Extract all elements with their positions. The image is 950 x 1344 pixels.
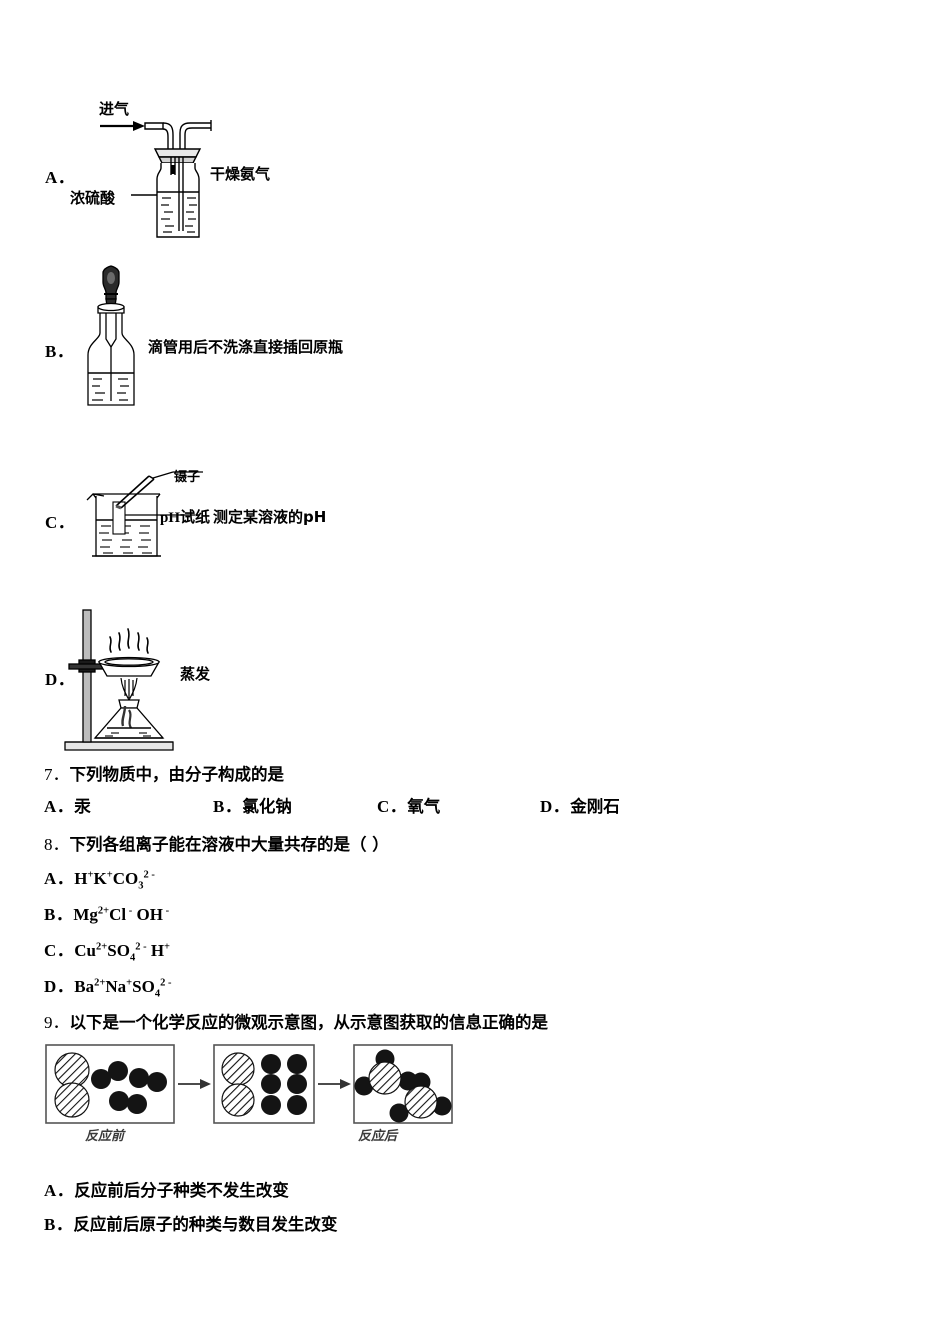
dropper-bottle-figure [78, 265, 148, 410]
question-7-stem-line: 7．下列物质中，由分子构成的是 [44, 760, 284, 785]
diagram-box-before [45, 1044, 175, 1124]
q7-option-d-letter: D． [540, 797, 571, 816]
diagram-caption-before: 反应前 [85, 1129, 125, 1144]
question-7-option-c[interactable]: C．氧气 [377, 792, 440, 817]
question-7-number: 7． [44, 765, 70, 784]
q7-option-a-letter: A． [44, 797, 75, 816]
question-9-option-a[interactable]: A．反应前后分子种类不发生改变 [44, 1176, 289, 1201]
option-b-caption: 滴管用后不洗涤直接插回原瓶 [148, 338, 344, 356]
q9-option-b-text: 反应前后原子的种类与数目发生改变 [73, 1215, 338, 1234]
microscopic-reaction-diagram [44, 1042, 454, 1137]
question-9-stem-line: 9．以下是一个化学反应的微观示意图，从示意图获取的信息正确的是 [44, 1008, 548, 1033]
q8-option-a-formula: H+K+CO32 - [74, 869, 155, 892]
question-8-option-b[interactable]: B．Mg2+Cl - OH - [44, 900, 169, 925]
q7-option-a-text: 汞 [74, 797, 91, 816]
question-7-option-b[interactable]: B．氯化钠 [213, 792, 292, 817]
q8-option-c-letter: C． [44, 941, 75, 960]
tweezers-label: 镊子 [174, 470, 201, 485]
gas-washing-bottle-figure [95, 105, 245, 245]
evaporation-figure [55, 602, 185, 757]
question-8-option-a[interactable]: A．H+K+CO32 - [44, 864, 155, 891]
option-c-caption: 测定某溶液的pH [213, 508, 327, 526]
question-7-option-a[interactable]: A．汞 [44, 792, 91, 817]
question-7-option-d[interactable]: D．金刚石 [540, 792, 620, 817]
reaction-arrow-2 [318, 1079, 351, 1089]
q8-option-a-letter: A． [44, 869, 75, 888]
question-8-stem: 下列各组离子能在溶液中大量共存的是（ ） [69, 835, 389, 854]
question-7-stem: 下列物质中，由分子构成的是 [69, 765, 285, 784]
q7-option-c-text: 氧气 [407, 797, 441, 816]
question-8-option-d[interactable]: D．Ba2+Na+SO42 - [44, 972, 171, 999]
option-a-letter: A． [45, 168, 76, 187]
q7-option-c-letter: C． [377, 797, 408, 816]
question-8-stem-line: 8．下列各组离子能在溶液中大量共存的是（ ） [44, 830, 389, 855]
q7-option-d-text: 金刚石 [570, 797, 620, 816]
q8-option-d-formula: Ba2+Na+SO42 - [74, 977, 172, 1000]
reaction-arrow-1 [178, 1079, 211, 1089]
option-a-caption: 干燥氨气 [210, 165, 271, 183]
question-8-number: 8． [44, 835, 70, 854]
diagram-box-after [353, 1044, 453, 1124]
beaker-ph-figure [75, 458, 250, 568]
q8-option-d-letter: D． [44, 977, 75, 996]
q8-option-b-formula: Mg2+Cl - OH - [73, 905, 170, 924]
gas-inlet-label: 进气 [99, 100, 130, 118]
diagram-box-intermediate [213, 1044, 315, 1124]
q7-option-b-text: 氯化钠 [242, 797, 292, 816]
ph-paper-label: pH试纸 [160, 510, 211, 526]
option-b-letter: B． [45, 342, 75, 361]
q9-option-a-text: 反应前后分子种类不发生改变 [74, 1181, 289, 1200]
q7-option-b-letter: B． [213, 797, 243, 816]
question-9-number: 9． [44, 1013, 70, 1032]
q8-option-c-formula: Cu2+SO42 - H+ [74, 941, 171, 964]
sulfuric-acid-label: 浓硫酸 [70, 189, 116, 207]
question-9-stem: 以下是一个化学反应的微观示意图，从示意图获取的信息正确的是 [69, 1013, 549, 1032]
diagram-caption-after: 反应后 [358, 1129, 398, 1144]
option-d-letter: D． [45, 670, 76, 689]
q9-option-a-letter: A． [44, 1181, 75, 1200]
question-9-option-b[interactable]: B．反应前后原子的种类与数目发生改变 [44, 1210, 337, 1235]
option-d-caption: 蒸发 [180, 665, 211, 683]
question-8-option-c[interactable]: C．Cu2+SO42 - H+ [44, 936, 170, 963]
q9-option-b-letter: B． [44, 1215, 74, 1234]
option-c-letter: C． [45, 513, 76, 532]
q8-option-b-letter: B． [44, 905, 74, 924]
